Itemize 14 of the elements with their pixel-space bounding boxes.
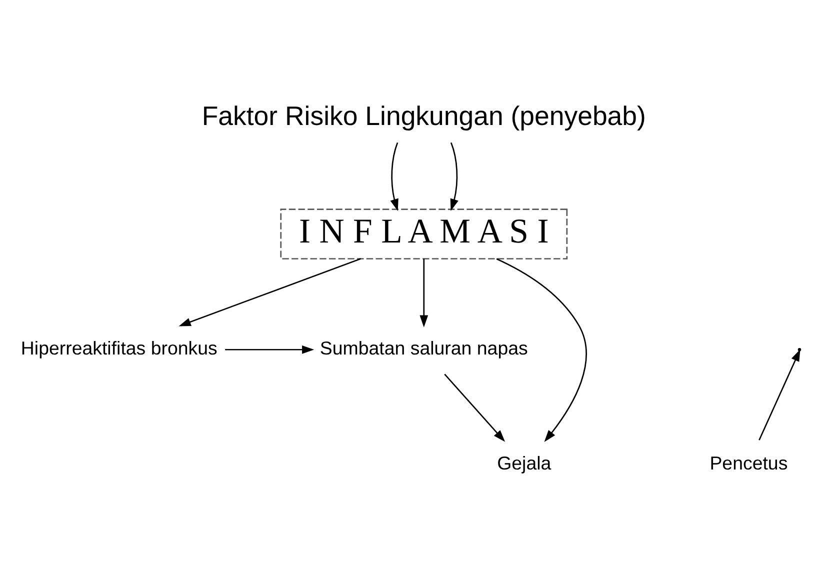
arrow — [450, 142, 458, 211]
arrow — [178, 258, 361, 326]
node-text: Gejala — [497, 452, 552, 474]
arrow — [225, 344, 314, 354]
node-box: I N F L A M A S I — [280, 208, 568, 259]
arrow — [444, 373, 506, 442]
node-text: Hiperreaktifitas bronkus — [20, 337, 218, 358]
arrow — [420, 258, 428, 327]
node-text: Sumbatan saluran napas — [320, 337, 528, 358]
arrow — [758, 348, 800, 440]
node-text: Pencetus — [710, 452, 788, 474]
arrow — [390, 142, 398, 211]
node-text: Faktor Risiko Lingkungan (penyebab) — [202, 100, 646, 131]
arrow — [496, 258, 587, 442]
